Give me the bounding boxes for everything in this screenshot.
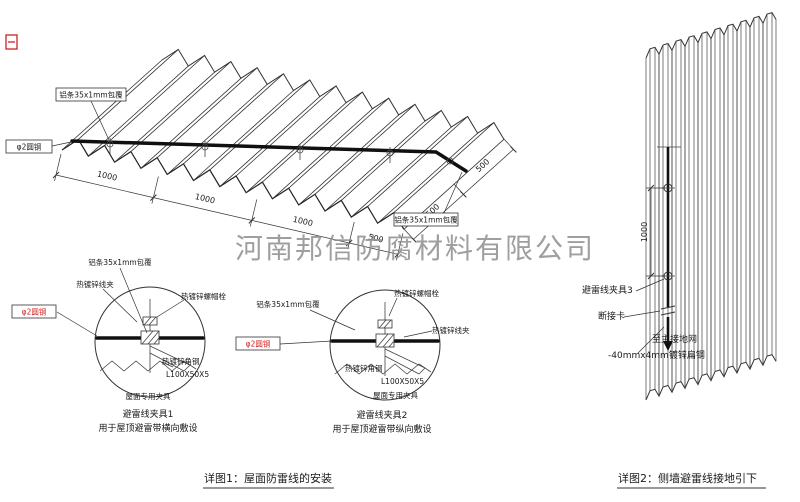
caption-detail1: 详图1：屋面防雷线的安装 (204, 471, 332, 485)
dim-label: 1000 (640, 222, 649, 242)
ground-arrow (663, 341, 673, 351)
aluminum-strip-label: 铝条35x1mm包覆 (59, 90, 123, 100)
aluminum-strip-label: 铝条35x1mm包覆 (88, 257, 152, 267)
wire-clamp-label: 热镀锌线夹 (76, 279, 114, 289)
wall-annotations: 1000 避雷线夹具3 断接卡 至主接地网 -40mmx4mm镀锌扁钢 (582, 146, 705, 361)
angle-steel-label: 热镀锌角钢 (345, 363, 383, 373)
flat-steel-label: -40mmx4mm镀锌扁钢 (608, 349, 705, 361)
detail1-title: 避雷线夹具1 (123, 408, 174, 420)
roof-callouts: 铝条35x1mm包覆 φ2圆钢 铝条35x1mm包覆 (5, 87, 463, 227)
roof-corrugation (61, 48, 505, 230)
detail2-title: 避雷线夹具2 (357, 409, 408, 421)
detail1-subtitle: 用于屋顶避雷带横向敷设 (98, 422, 197, 434)
detail-circle-2: 铝条35x1mm包覆 热镀锌螺帽栓 热镀锌线夹 φ2圆钢 热镀锌角钢 L100X… (235, 288, 470, 435)
wall-dimension: 1000 (640, 184, 664, 280)
detail-circle-1: 铝条35x1mm包覆 热镀锌线夹 热镀锌螺帽栓 φ2圆钢 热镀锌角钢 L100X… (11, 257, 226, 434)
wall-clamp3-label: 避雷线夹具3 (582, 284, 633, 296)
captions: 详图1：屋面防雷线的安装 详图2：侧墙避雷线接地引下 (203, 471, 766, 489)
angle-spec-label: L100X50X5 (381, 377, 424, 386)
dim-label: 1000 (292, 215, 314, 228)
angle-steel-label: 热镀锌角钢 (162, 356, 200, 366)
aluminum-strip-label: 铝条35x1mm包覆 (394, 215, 458, 225)
wire-clamp-label: 热镀锌线夹 (432, 325, 470, 335)
round-steel-label: φ2圆钢 (246, 339, 271, 349)
dim-label: 500 (367, 232, 384, 244)
bolt-label: 热镀锌螺帽栓 (181, 291, 226, 301)
caption-detail2: 详图2：侧墙避雷线接地引下 (618, 471, 757, 485)
roof-fixture-label: 屋面专用夹具 (373, 390, 418, 400)
dim-label: 1000 (96, 169, 118, 182)
detail2-subtitle: 用于屋顶避雷带纵向敷设 (332, 423, 431, 435)
angle-spec-label: L100X50X5 (166, 370, 209, 379)
red-logo-mark (5, 34, 18, 50)
roof-lightning-wire (70, 139, 468, 173)
bolt-label: 热镀锌螺帽栓 (394, 288, 439, 298)
round-steel-label: φ2圆钢 (17, 142, 42, 152)
roof-fixture-label: 屋面专用夹具 (126, 391, 171, 401)
round-steel-label: φ2圆钢 (22, 307, 47, 317)
disconnect-card-label: 断接卡 (598, 310, 625, 322)
aluminum-strip-label: 铝条35x1mm包覆 (256, 299, 320, 309)
roof-dimension-bottom: 1000 1000 1000 500 (52, 153, 404, 261)
roof-wire-clamps (106, 138, 454, 165)
to-ground-grid-label: 至主接地网 (652, 333, 697, 345)
company-watermark: 河南邦信防腐材料有限公司 (235, 232, 595, 265)
dim-label: 1000 (194, 192, 216, 205)
